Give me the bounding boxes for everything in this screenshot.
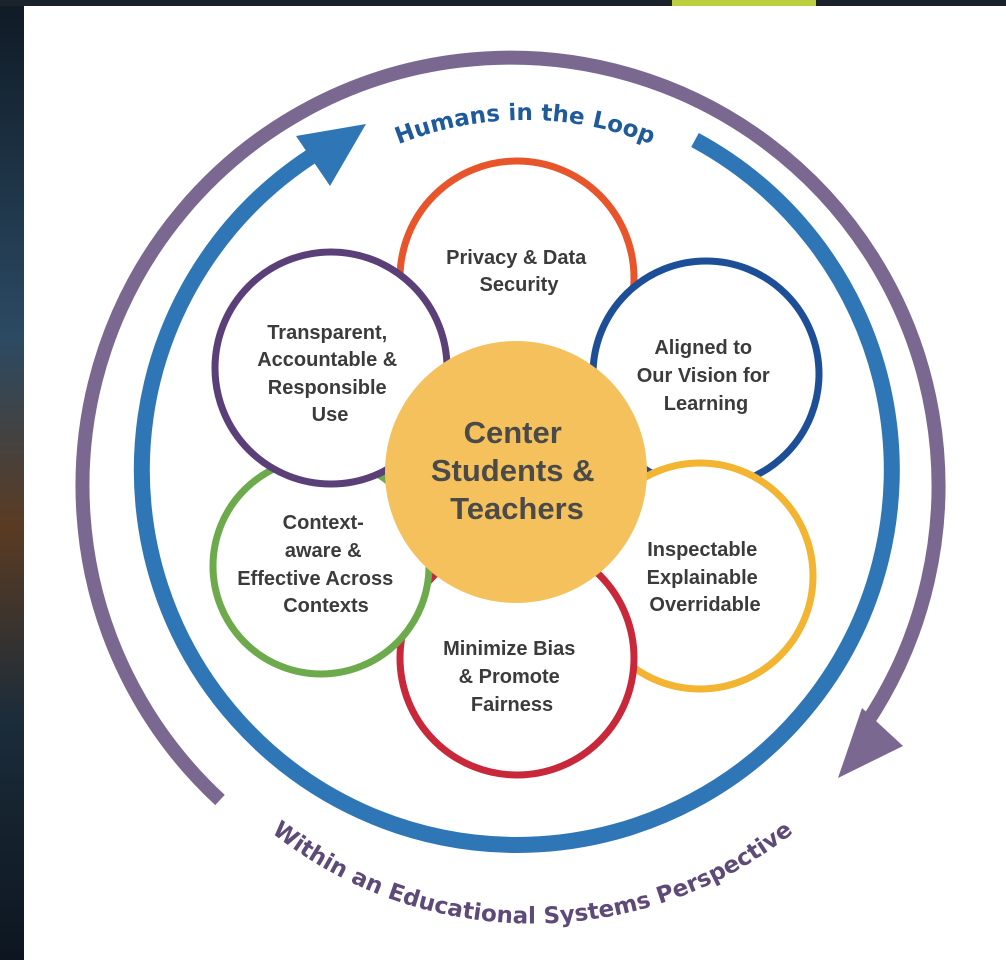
- petal-inspectable-line-2: Explainable: [647, 567, 758, 589]
- petal-context-line-2: aware &: [285, 540, 362, 562]
- center-label: Center Students & Teachers: [431, 415, 603, 526]
- arc-bottom-label: Within an Educational Systems Perspectiv…: [268, 817, 798, 930]
- outer-ring-arrowhead: [838, 708, 903, 778]
- petal-aligned-label: Aligned to Our Vision for Learning: [637, 337, 776, 415]
- petal-transparent-line-2: Accountable &: [257, 349, 397, 371]
- inner-ring: [133, 132, 900, 853]
- petal-context-line-3: Effective Across: [237, 568, 393, 590]
- petal-transparent-line-1: Transparent,: [267, 322, 387, 344]
- accent-bar: [672, 0, 816, 6]
- petal-context-line-1: Context-: [283, 512, 364, 534]
- petal-aligned-line-1: Aligned to: [654, 337, 752, 359]
- center-line-3: Teachers: [450, 491, 584, 526]
- outer-ring: [75, 50, 946, 806]
- arc-bottom-text: Within an Educational Systems Perspectiv…: [268, 817, 798, 930]
- petal-inspectable-line-3: Overridable: [649, 594, 760, 616]
- background-top-strip: [0, 0, 1006, 6]
- petal-bias-line-2: & Promote: [459, 666, 560, 688]
- petal-bias-label: Minimize Bias & Promote Fairness: [443, 638, 581, 716]
- arc-top-label: Humans in the Loop: [391, 100, 658, 150]
- petal-privacy-line-1: Privacy & Data: [446, 247, 587, 269]
- petal-privacy-label: Privacy & Data Security: [446, 247, 592, 296]
- petal-bias-line-1: Minimize Bias: [443, 638, 575, 660]
- center-line-2: Students &: [431, 453, 595, 488]
- center-line-1: Center: [464, 415, 562, 450]
- petal-transparent-line-3: Responsible: [268, 377, 387, 399]
- petal-aligned-line-2: Our Vision for: [637, 365, 770, 387]
- petal-transparent-label: Transparent, Accountable & Responsible U…: [257, 322, 403, 426]
- center-circle: [385, 341, 647, 603]
- petal-privacy-line-2: Security: [480, 274, 560, 296]
- petal-transparent-line-4: Use: [312, 404, 349, 426]
- background-left-strip: [0, 0, 24, 960]
- petal-inspectable-line-1: Inspectable: [647, 539, 757, 561]
- arc-top-text: Humans in the Loop: [391, 100, 658, 150]
- petal-bias-line-3: Fairness: [471, 694, 553, 716]
- petal-context-line-4: Contexts: [283, 595, 369, 617]
- petal-aligned-line-3: Learning: [664, 393, 748, 415]
- petal-inspectable-label: Inspectable Explainable Overridable: [647, 539, 764, 616]
- inner-ring-arrowhead: [296, 124, 366, 186]
- petal-context-label: Context- aware & Effective Across Contex…: [237, 512, 399, 617]
